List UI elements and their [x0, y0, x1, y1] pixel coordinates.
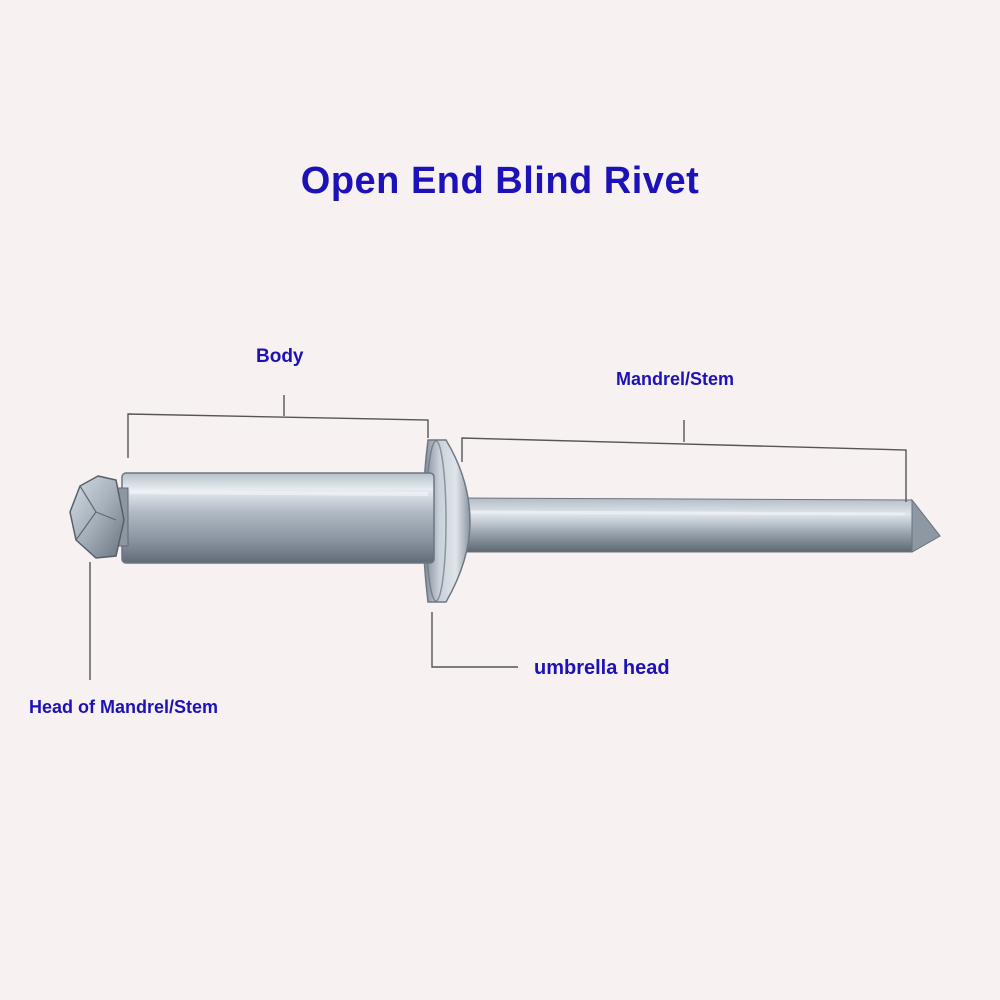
mandrel-stem — [460, 498, 940, 552]
mandrel-bracket — [462, 438, 906, 502]
body-label: Body — [256, 346, 304, 368]
umbrella-head-label: umbrella head — [534, 657, 670, 680]
head-of-mandrel-label: Head of Mandrel/Stem — [29, 697, 218, 718]
mandrel-label: Mandrel/Stem — [616, 369, 734, 390]
rivet-body — [122, 473, 434, 563]
body-bracket — [128, 414, 428, 458]
umbrella-leader — [432, 612, 518, 667]
mandrel-head — [70, 476, 128, 558]
